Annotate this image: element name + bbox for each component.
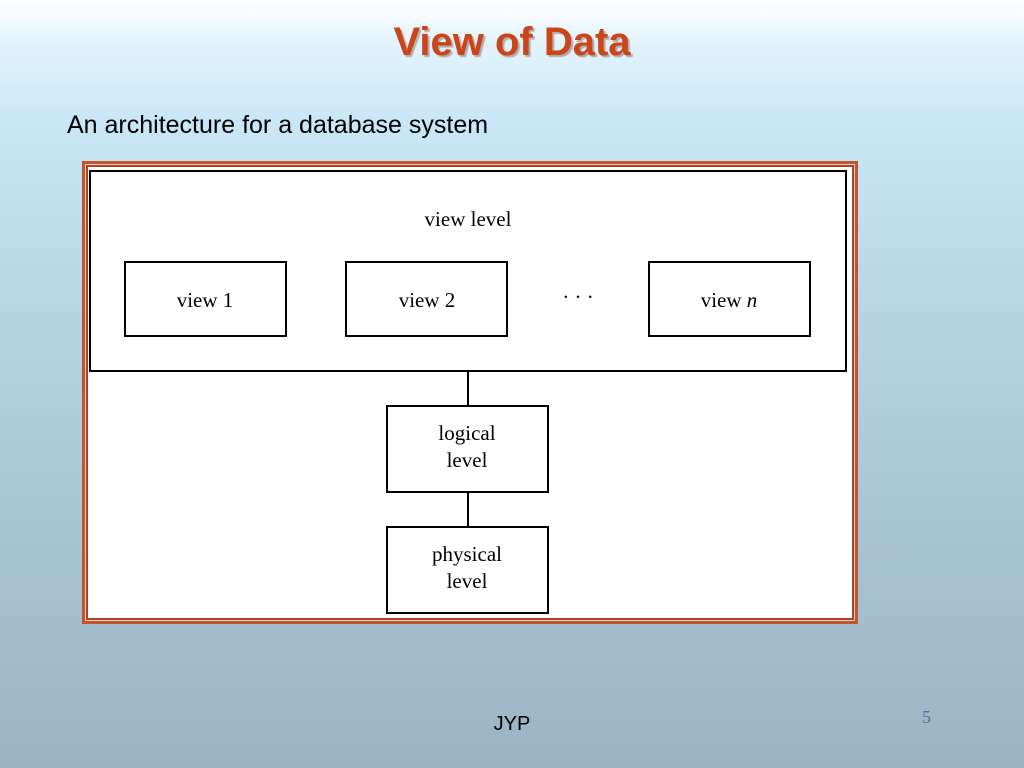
view-2-label: view 2 [399, 288, 456, 312]
page-number: 5 [922, 707, 931, 727]
view-n-prefix: view [701, 288, 747, 312]
footer-author: JYP [493, 713, 531, 735]
view-1-label: view 1 [177, 288, 234, 312]
view-2-box [345, 261, 508, 337]
slide-subtitle: An architecture for a database system [67, 111, 489, 139]
view-level-label: view level [425, 207, 512, 231]
logical-level-box [386, 405, 549, 493]
slide-title: View of Data [393, 20, 631, 64]
view-n-italic: n [747, 288, 758, 312]
logical-level-line1: logical [438, 421, 495, 445]
diagram-frame [82, 161, 858, 624]
physical-level-line2: level [447, 569, 488, 593]
logical-level-line2: level [447, 448, 488, 472]
view-level-box [89, 170, 847, 372]
physical-level-line1: physical [432, 542, 502, 566]
view-1-box [124, 261, 287, 337]
view-n-box [648, 261, 811, 337]
view-n-label: view n [701, 288, 758, 312]
physical-level-box [386, 526, 549, 614]
views-ellipsis: · · · [562, 285, 593, 309]
